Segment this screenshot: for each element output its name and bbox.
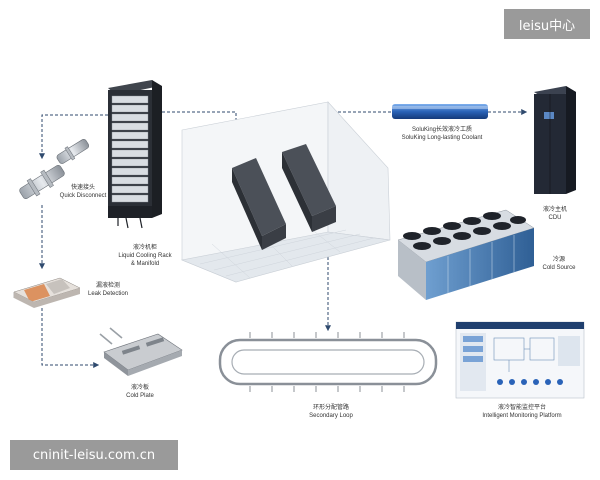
- quick-disconnect-label: 快速接头 Quick Disconnect: [40, 184, 126, 200]
- rack-label-en2: & Manifold: [102, 260, 188, 268]
- cold-source-label: 冷源 Cold Source: [532, 256, 586, 272]
- cold-plate-icon: [100, 328, 182, 376]
- cold-plate-label-cn: 液冷板: [102, 384, 178, 392]
- leak-detection-label-cn: 漏液检测: [70, 282, 146, 290]
- coolant-label-cn: SoluKing长效液冷工质: [382, 126, 502, 134]
- watermark-bottom: cninit-leisu.com.cn: [10, 440, 178, 470]
- cdu-label-en: CDU: [530, 214, 580, 222]
- quick-disconnect-label-cn: 快速接头: [40, 184, 126, 192]
- quick-disconnect-label-en: Quick Disconnect: [40, 192, 126, 200]
- secondary-loop: [220, 332, 436, 392]
- cold-source-label-en: Cold Source: [532, 264, 586, 272]
- secondary-loop-label: 环形分配管路 Secondary Loop: [296, 404, 366, 420]
- cold-plate-label-en: Cold Plate: [102, 392, 178, 400]
- rack-label-cn: 液冷机柜: [102, 244, 188, 252]
- leak-detection-label: 漏液检测 Leak Detection: [70, 282, 146, 298]
- monitoring-label-en: Intelligent Monitoring Platform: [460, 412, 584, 420]
- monitoring-label: 液冷智能监控平台 Intelligent Monitoring Platform: [460, 404, 584, 420]
- coolant-pipe: [392, 104, 488, 119]
- cdu-icon: [534, 86, 576, 194]
- leak-detection-label-en: Leak Detection: [70, 290, 146, 298]
- secondary-loop-label-cn: 环形分配管路: [296, 404, 366, 412]
- cold-source-label-cn: 冷源: [532, 256, 586, 264]
- rack-label-en1: Liquid Cooling Rack: [102, 252, 188, 260]
- cold-source-icon: [398, 210, 534, 300]
- watermark-top: leisu中心: [504, 9, 590, 39]
- liquid-cooling-rack-icon: [108, 80, 162, 228]
- data-hall-room: [182, 102, 390, 282]
- cdu-label-cn: 液冷主机: [530, 206, 580, 214]
- coolant-label-en: SoluKing Long-lasting Coolant: [382, 134, 502, 142]
- secondary-loop-label-en: Secondary Loop: [296, 412, 366, 420]
- cdu-label: 液冷主机 CDU: [530, 206, 580, 222]
- monitoring-label-cn: 液冷智能监控平台: [460, 404, 584, 412]
- coolant-label: SoluKing长效液冷工质 SoluKing Long-lasting Coo…: [382, 126, 502, 142]
- rack-label: 液冷机柜 Liquid Cooling Rack & Manifold: [102, 244, 188, 268]
- cold-plate-label: 液冷板 Cold Plate: [102, 384, 178, 400]
- monitoring-platform-screen: [456, 322, 584, 398]
